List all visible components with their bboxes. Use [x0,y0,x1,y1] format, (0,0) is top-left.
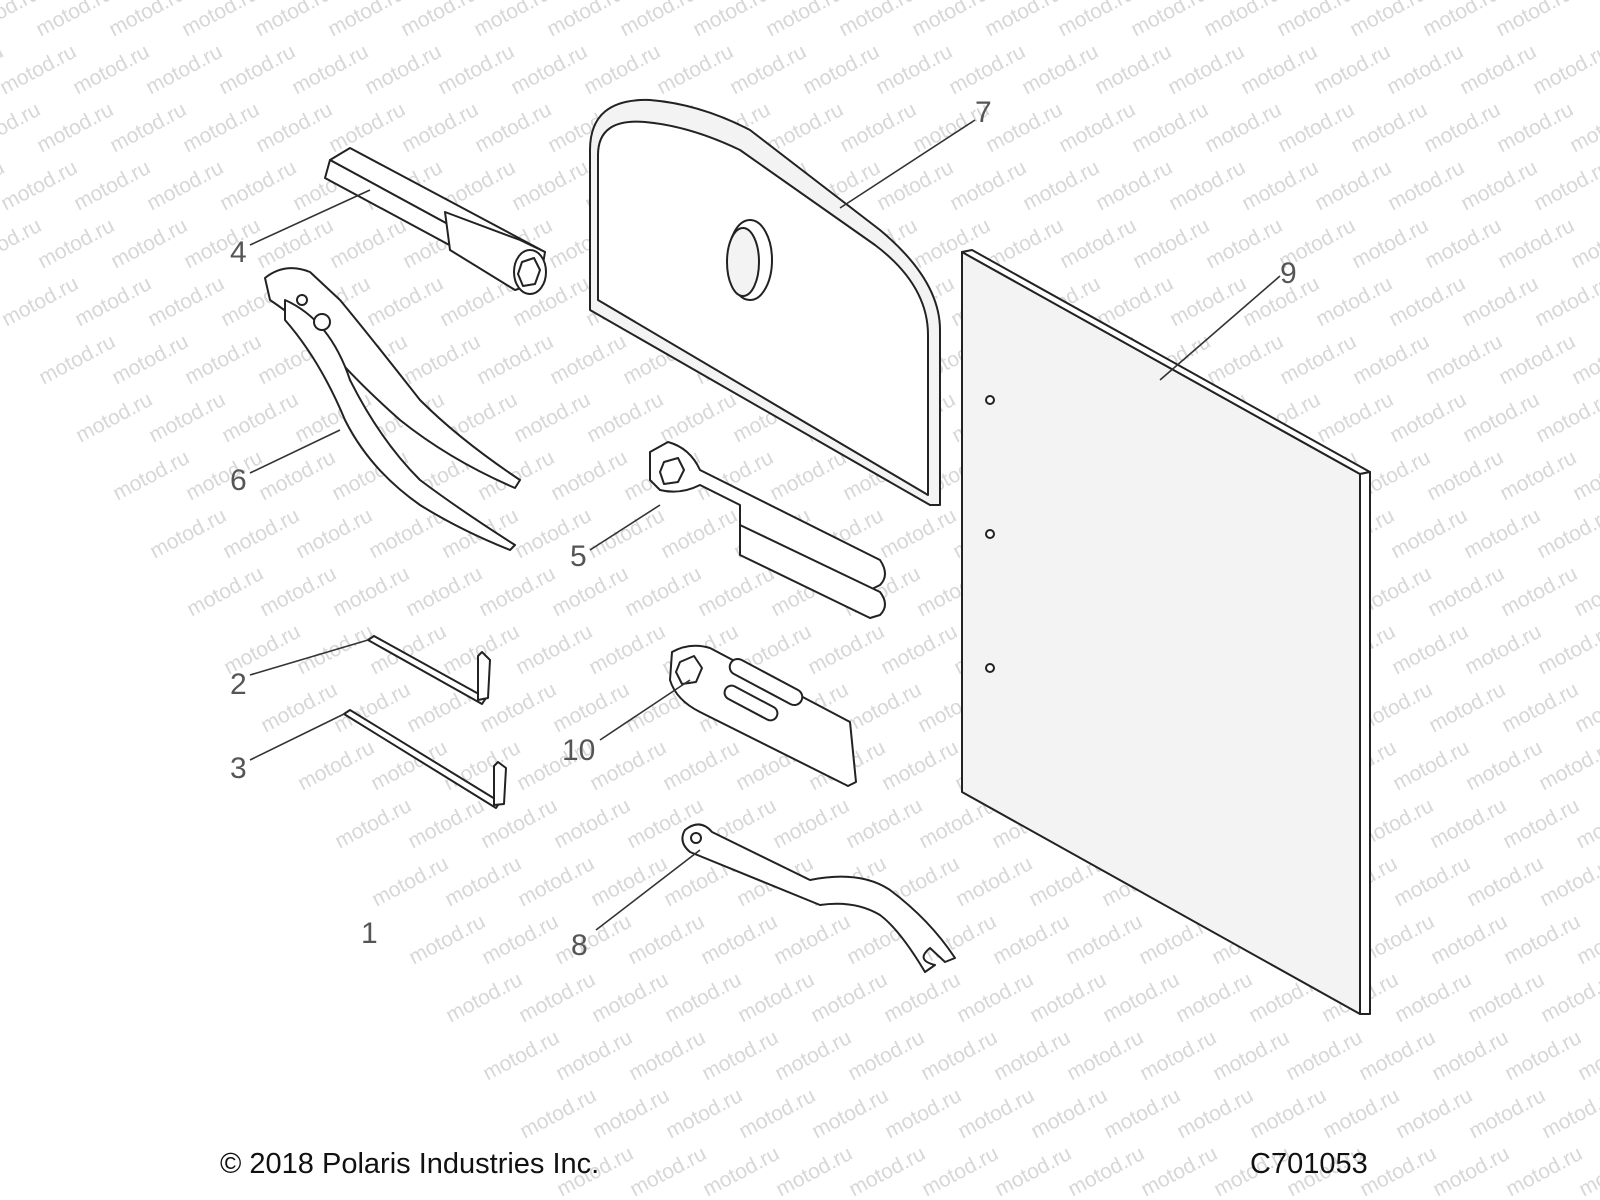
tool-pouch [589,98,941,506]
callout-3: 3 [230,752,247,785]
hook-spanner [681,823,956,973]
callout-8: 8 [571,929,588,962]
owners-manual-board [961,249,1371,1015]
flat-spanner [669,644,857,787]
callout-2: 2 [230,668,247,701]
callout-5: 5 [570,540,587,573]
allen-key-small [367,635,491,705]
socket-extension [324,147,547,295]
callout-1: 1 [361,917,378,950]
spark-plug-wrench [649,441,886,619]
copyright-notice: © 2018 Polaris Industries Inc. [220,1148,600,1180]
callout-10: 10 [562,734,595,767]
callout-9: 9 [1280,257,1297,290]
allen-key-large [343,709,507,809]
callout-6: 6 [230,464,247,497]
pliers [264,267,521,551]
leader-lines [249,119,1281,931]
callout-4: 4 [230,236,247,269]
diagram-code: C701053 [1250,1148,1368,1180]
callout-7: 7 [975,96,992,129]
